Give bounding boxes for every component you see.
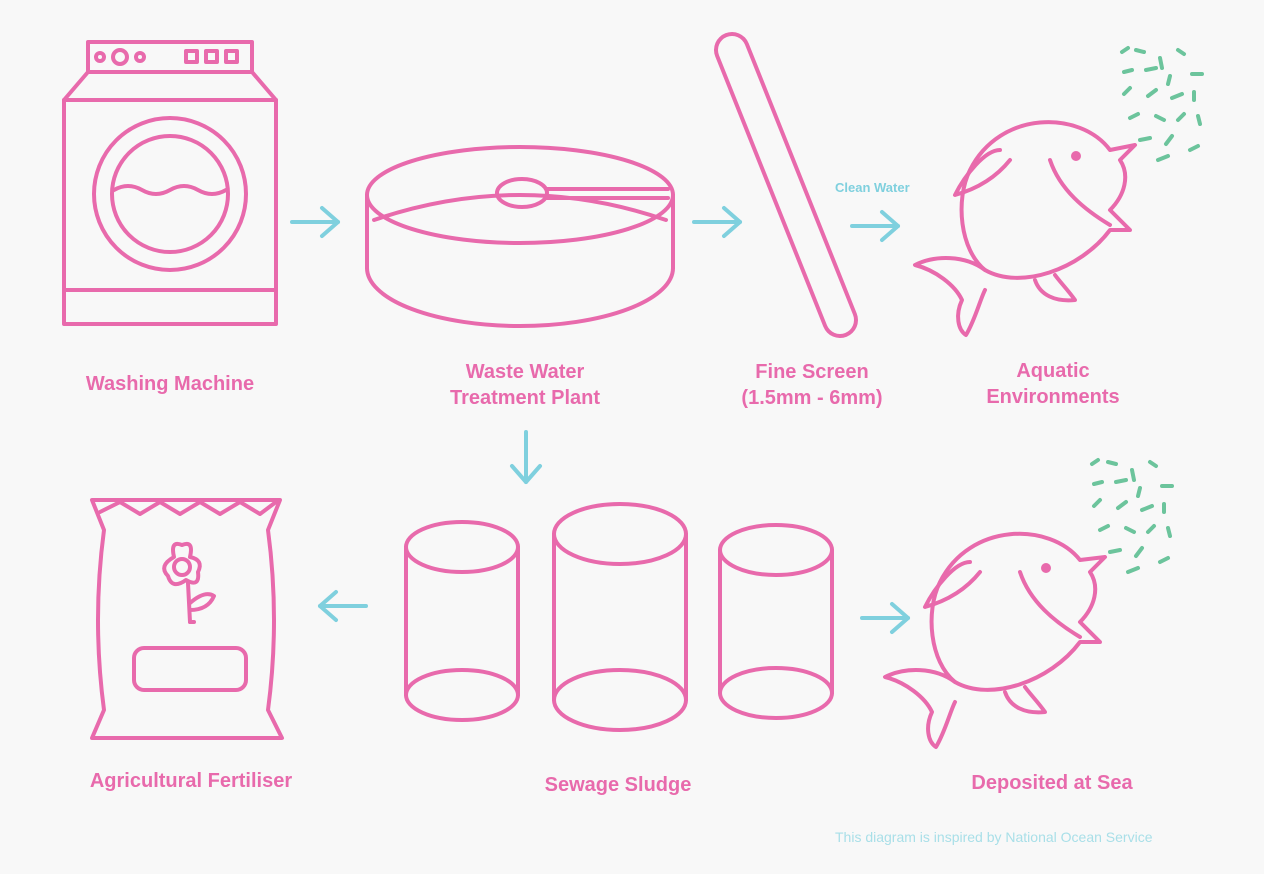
fine-screen-icon [714,32,858,338]
treatment-plant-label: Waste Water Treatment Plant [449,361,601,409]
arrow-icon [850,210,900,242]
fish-icon [883,531,1107,749]
credit-text: This diagram is inspired by National Oce… [835,829,1153,845]
microplastic-particles-icon [1090,458,1174,574]
fertiliser-bag-icon [90,498,284,740]
sludge-tank-icon [404,520,520,722]
arrow-icon [290,206,340,238]
fish-icon [913,120,1137,337]
washing-machine-label: Washing Machine [85,373,255,395]
sludge-tank-icon [552,502,688,732]
arrow-icon [860,602,910,634]
treatment-plant-icon [365,145,675,328]
washing-machine-icon [62,40,278,326]
fertiliser-label: Agricultural Fertiliser [89,770,293,792]
arrow-icon [318,590,368,622]
deposited-at-sea-label: Deposited at Sea [971,772,1133,794]
arrow-icon [510,430,542,484]
fine-screen-label: Fine Screen (1.5mm - 6mm) [741,361,883,409]
microplastic-particles-icon [1120,46,1204,162]
sewage-sludge-label: Sewage Sludge [544,774,692,796]
arrow-icon [692,206,742,238]
clean-water-label: Clean Water [835,180,910,195]
aquatic-environments-label: Aquatic Environments [986,360,1120,408]
sludge-tank-icon [718,523,834,720]
flower-icon [162,541,216,624]
